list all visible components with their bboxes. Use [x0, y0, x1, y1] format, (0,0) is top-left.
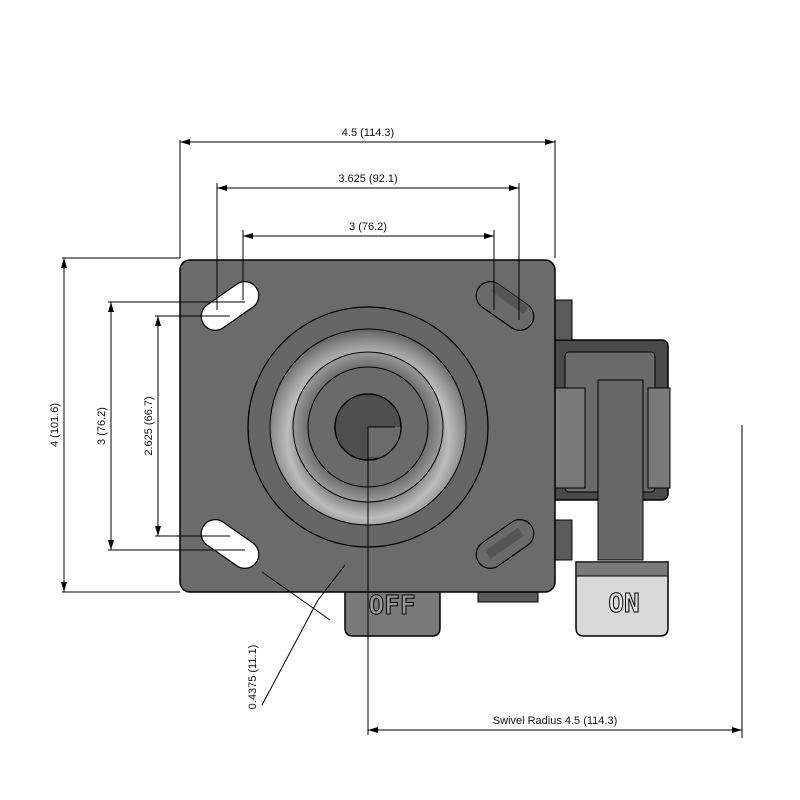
- dim-overall-height: 4 (101.6): [49, 403, 61, 447]
- bolt-slot-top-left: [200, 281, 260, 331]
- dim-outer-bolt-spacing: 3.625 (92.1): [338, 173, 397, 185]
- dim-overall-width: 4.5 (114.3): [342, 127, 394, 139]
- dimension-lines: [62, 140, 743, 738]
- dim-swivel-radius: Swivel Radius 4.5 (114.3): [493, 715, 618, 727]
- dim-inner-bolt-spacing: 3 (76.2): [349, 221, 387, 233]
- dim-bolt-hole-size: 0.4375 (11.1): [247, 645, 259, 710]
- bolt-slot-bottom-left: [200, 519, 260, 569]
- dim-vertical-bolt-outer: 3 (76.2): [96, 407, 108, 445]
- swivel-housing: [477, 299, 671, 603]
- brake-pedal-on: ON: [575, 561, 669, 637]
- brake-on-label: ON: [608, 589, 639, 619]
- bolt-slot-bottom-right: [475, 519, 535, 569]
- top-plate: [179, 259, 556, 593]
- dimension-arrows: [61, 139, 742, 733]
- brake-pedal-off: OFF: [344, 584, 441, 637]
- brake-off-label: OFF: [369, 591, 416, 621]
- dim-vertical-bolt-inner: 2.625 (66.7): [143, 396, 155, 455]
